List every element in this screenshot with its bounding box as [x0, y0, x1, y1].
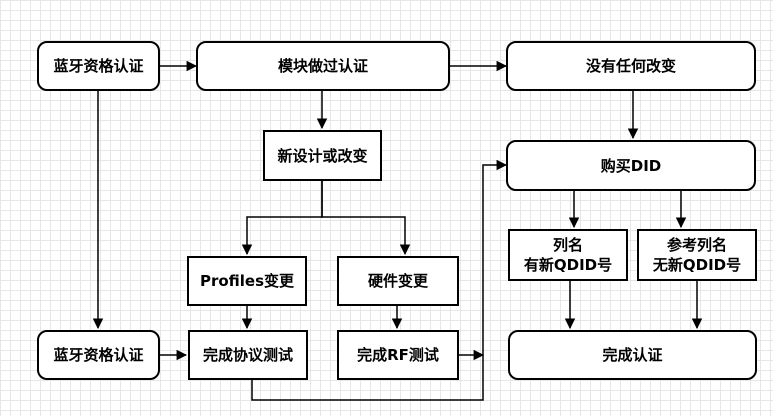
node-label: 没有任何改变 [585, 57, 676, 75]
node-label-line-2: 有新QDID号 [523, 256, 613, 274]
node-complete-certification: 完成认证 [508, 330, 757, 380]
node-label: 完成RF测试 [357, 346, 439, 364]
edge-newdesign-to-hardware [321, 181, 411, 256]
edge-protocol-to-buydid-junction [251, 159, 508, 401]
node-hardware-change: 硬件变更 [337, 256, 459, 306]
node-label: 购买DID [600, 156, 662, 175]
node-no-change: 没有任何改变 [506, 41, 756, 91]
node-new-design: 新设计或改变 [263, 130, 382, 181]
node-label-line-2: 无新QDID号 [652, 256, 742, 274]
node-label: 完成认证 [602, 346, 663, 364]
node-protocol-test: 完成协议测试 [188, 330, 308, 380]
node-label: 新设计或改变 [277, 146, 368, 165]
node-listed-new-qdid: 列名 有新QDID号 [508, 229, 628, 281]
node-profiles-change: Profiles变更 [187, 256, 307, 306]
node-label-line-1: 列名 [552, 236, 583, 254]
edge-newdesign-to-profiles [241, 181, 323, 256]
node-bt-qualification-bottom: 蓝牙资格认证 [37, 330, 160, 380]
node-module-certified: 模块做过认证 [196, 41, 450, 91]
node-buy-did: 购买DID [506, 140, 756, 191]
node-label: 硬件变更 [367, 272, 428, 290]
node-reference-list-no-qdid: 参考列名 无新QDID号 [637, 229, 757, 281]
node-rf-test: 完成RF测试 [337, 330, 459, 380]
node-label: 模块做过认证 [277, 57, 368, 75]
node-label: Profiles变更 [199, 272, 295, 290]
node-label: 蓝牙资格认证 [53, 346, 144, 364]
node-label: 完成协议测试 [202, 346, 293, 364]
node-bt-qualification-top: 蓝牙资格认证 [37, 41, 160, 91]
node-label: 蓝牙资格认证 [53, 57, 144, 75]
node-label-line-1: 参考列名 [666, 236, 727, 254]
